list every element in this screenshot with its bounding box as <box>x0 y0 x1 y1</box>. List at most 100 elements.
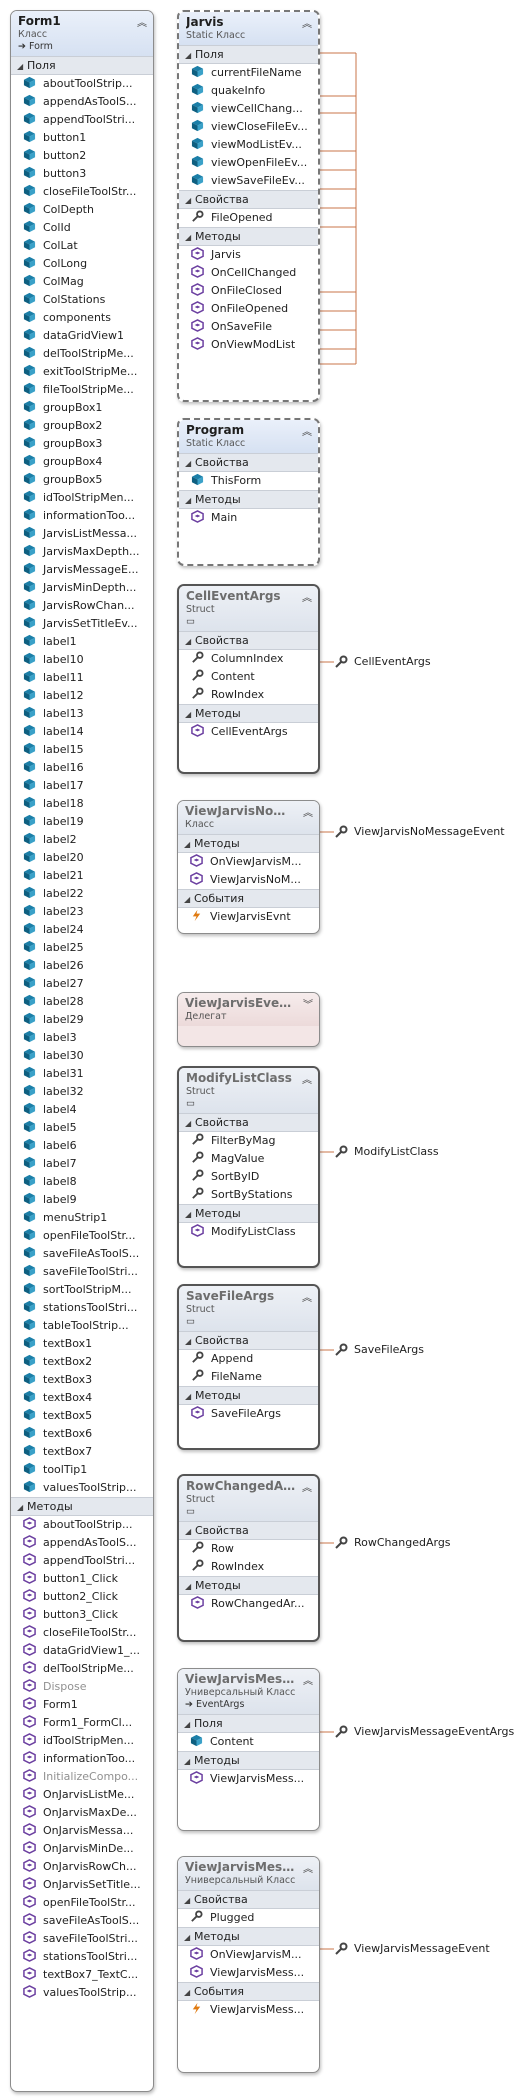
field-item[interactable]: label28 <box>11 993 153 1011</box>
method-item[interactable]: textBox7_TextC... <box>11 1966 153 1984</box>
field-item[interactable]: label2 <box>11 831 153 849</box>
collapse-icon[interactable]: ︽ <box>303 1676 313 1687</box>
method-item[interactable]: button2_Click <box>11 1588 153 1606</box>
field-item[interactable]: ColDepth <box>11 201 153 219</box>
collapse-triangle-icon[interactable]: ◢ <box>184 1720 191 1729</box>
class-form1[interactable]: Form1 Класс ➔ Form ︽ ◢Поля aboutToolStri… <box>10 10 154 2092</box>
field-item[interactable]: JarvisMessageE... <box>11 561 153 579</box>
method-item[interactable]: Jarvis <box>179 246 318 264</box>
method-item[interactable]: OnJarvisListMe... <box>11 1786 153 1804</box>
field-item[interactable]: label12 <box>11 687 153 705</box>
field-item[interactable]: label19 <box>11 813 153 831</box>
class-jarvis[interactable]: Jarvis Static Класс ︽ ◢Поля currentFileN… <box>177 10 320 402</box>
method-item[interactable]: OnSaveFile <box>179 318 318 336</box>
field-item[interactable]: saveFileToolStri... <box>11 1263 153 1281</box>
property-item[interactable]: FilterByMag <box>179 1132 318 1150</box>
class-viewjarvisnomessageevent[interactable]: ViewJarvisNoM... Класс ︽ ◢Методы OnViewJ… <box>177 800 320 934</box>
method-item[interactable]: dataGridView1_... <box>11 1642 153 1660</box>
property-item[interactable]: RowIndex <box>179 1558 318 1576</box>
section-methods[interactable]: ◢Методы <box>11 1497 153 1516</box>
field-item[interactable]: label9 <box>11 1191 153 1209</box>
struct-celleventargs[interactable]: CellEventArgs Struct ▭ ︽ ◢Свойства Colum… <box>177 584 320 774</box>
method-item[interactable]: informationToo... <box>11 1750 153 1768</box>
field-item[interactable]: Content <box>178 1733 319 1751</box>
class-header[interactable]: Form1 Класс ➔ Form ︽ <box>11 11 153 56</box>
field-item[interactable]: label15 <box>11 741 153 759</box>
method-item[interactable]: button3_Click <box>11 1606 153 1624</box>
method-item[interactable]: OnJarvisMessa... <box>11 1822 153 1840</box>
collapse-triangle-icon[interactable]: ◢ <box>184 1988 191 1997</box>
field-item[interactable]: tableToolStrip... <box>11 1317 153 1335</box>
method-item[interactable]: delToolStripMe... <box>11 1660 153 1678</box>
field-item[interactable]: label14 <box>11 723 153 741</box>
field-item[interactable]: currentFileName <box>179 64 318 82</box>
field-item[interactable]: button3 <box>11 165 153 183</box>
field-item[interactable]: groupBox4 <box>11 453 153 471</box>
field-item[interactable]: label1 <box>11 633 153 651</box>
field-item[interactable]: label27 <box>11 975 153 993</box>
collapse-icon[interactable]: ︽ <box>302 1483 312 1494</box>
field-item[interactable]: viewOpenFileEv... <box>179 154 318 172</box>
section-methods[interactable]: ◢Методы <box>179 1386 318 1405</box>
class-header[interactable]: ViewJarvisNoM... Класс ︽ <box>178 801 319 834</box>
field-item[interactable]: label23 <box>11 903 153 921</box>
field-item[interactable]: textBox3 <box>11 1371 153 1389</box>
method-item[interactable]: OnViewJarvisM... <box>178 853 319 871</box>
collapse-icon[interactable]: ︽ <box>302 427 312 438</box>
property-item[interactable]: MagValue <box>179 1150 318 1168</box>
method-item[interactable]: OnJarvisRowCh... <box>11 1858 153 1876</box>
field-item[interactable]: exitToolStripMe... <box>11 363 153 381</box>
method-item[interactable]: Form1_FormCl... <box>11 1714 153 1732</box>
class-header[interactable]: SaveFileArgs Struct ▭ ︽ <box>179 1286 318 1331</box>
field-item[interactable]: label22 <box>11 885 153 903</box>
method-item[interactable]: CellEventArgs <box>179 723 318 741</box>
field-item[interactable]: label13 <box>11 705 153 723</box>
collapse-triangle-icon[interactable]: ◢ <box>184 840 191 849</box>
property-item[interactable]: Row <box>179 1540 318 1558</box>
collapse-triangle-icon[interactable]: ◢ <box>185 233 192 242</box>
method-item[interactable]: valuesToolStrip... <box>11 1984 153 2002</box>
method-item[interactable]: OnViewJarvisM... <box>178 1946 319 1964</box>
method-item[interactable]: OnFileOpened <box>179 300 318 318</box>
section-properties[interactable]: ◢Свойства <box>179 453 318 472</box>
class-program[interactable]: Program Static Класс ︽ ◢Свойства ThisFor… <box>177 418 320 566</box>
field-item[interactable]: fileToolStripMe... <box>11 381 153 399</box>
section-methods[interactable]: ◢Методы <box>178 834 319 853</box>
collapse-icon[interactable]: ︽ <box>302 1293 312 1304</box>
section-fields[interactable]: ◢Поля <box>178 1714 319 1733</box>
event-item[interactable]: ViewJarvisMess... <box>178 2001 319 2019</box>
section-fields[interactable]: ◢Поля <box>179 45 318 64</box>
field-item[interactable]: ColLat <box>11 237 153 255</box>
field-item[interactable]: groupBox3 <box>11 435 153 453</box>
field-item[interactable]: viewSaveFileEv... <box>179 172 318 190</box>
field-item[interactable]: label3 <box>11 1029 153 1047</box>
field-item[interactable]: label10 <box>11 651 153 669</box>
method-item[interactable]: closeFileToolStr... <box>11 1624 153 1642</box>
section-methods[interactable]: ◢Методы <box>178 1927 319 1946</box>
method-item[interactable]: OnViewModList <box>179 336 318 354</box>
collapse-triangle-icon[interactable]: ◢ <box>185 459 192 468</box>
section-methods[interactable]: ◢Методы <box>179 704 318 723</box>
field-item[interactable]: textBox2 <box>11 1353 153 1371</box>
collapse-triangle-icon[interactable]: ◢ <box>185 1527 192 1536</box>
field-item[interactable]: label8 <box>11 1173 153 1191</box>
field-item[interactable]: viewCellChang... <box>179 100 318 118</box>
class-viewjarvismessageevent[interactable]: ViewJarvisMess... Универсальный Класс ︽ … <box>177 1856 320 2073</box>
method-item[interactable]: appendAsToolS... <box>11 1534 153 1552</box>
field-item[interactable]: label18 <box>11 795 153 813</box>
collapse-icon[interactable]: ︽ <box>303 1864 313 1875</box>
property-item[interactable]: SortByID <box>179 1168 318 1186</box>
method-item[interactable]: aboutToolStrip... <box>11 1516 153 1534</box>
field-item[interactable]: label31 <box>11 1065 153 1083</box>
method-item[interactable]: stationsToolStri... <box>11 1948 153 1966</box>
collapse-icon[interactable]: ︽ <box>137 18 147 29</box>
method-item[interactable]: ViewJarvisNoM... <box>178 871 319 889</box>
field-item[interactable]: quakeInfo <box>179 82 318 100</box>
field-item[interactable]: closeFileToolStr... <box>11 183 153 201</box>
collapse-triangle-icon[interactable]: ◢ <box>185 51 192 60</box>
method-item[interactable]: OnJarvisMinDe... <box>11 1840 153 1858</box>
field-item[interactable]: appendAsToolS... <box>11 93 153 111</box>
property-item[interactable]: RowIndex <box>179 686 318 704</box>
class-viewjarvismessageeventargs[interactable]: ViewJarvisMess... Универсальный Класс ➔ … <box>177 1668 320 1831</box>
class-header[interactable]: CellEventArgs Struct ▭ ︽ <box>179 586 318 631</box>
